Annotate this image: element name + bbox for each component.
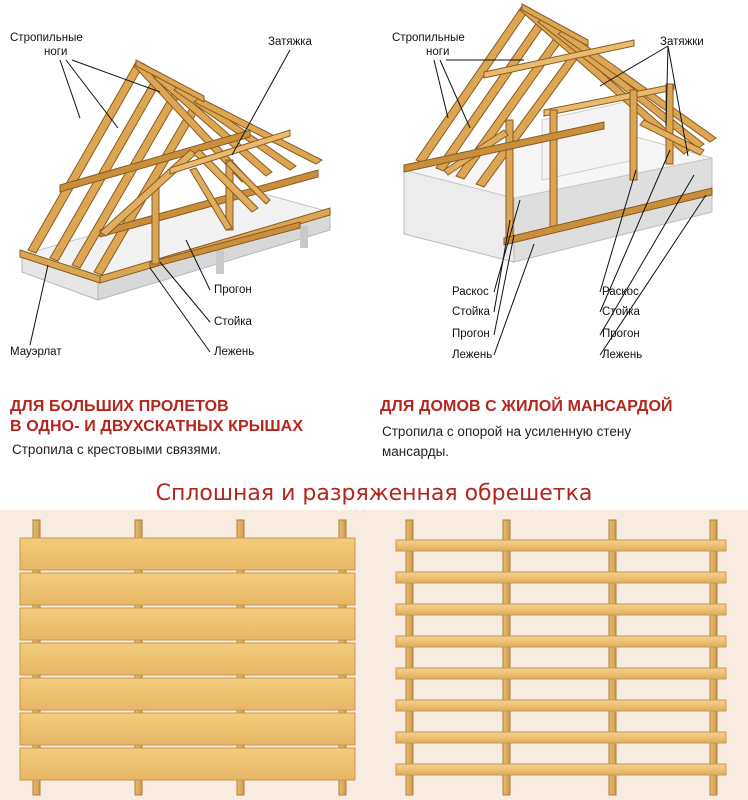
right-caption-subtitle-line2: мансарды. (382, 444, 450, 459)
left-caption-subtitle: Стропила с крестовыми связями. (12, 442, 222, 457)
label-sill-left: Лежень (452, 349, 493, 361)
label-rafters-right-line1: Стропильные (392, 32, 465, 44)
label-strut-right: Раскос (602, 286, 639, 298)
label-post-right: Стойка (602, 306, 640, 318)
label-post: Стойка (214, 316, 252, 328)
label-ties: Затяжки (660, 36, 704, 48)
label-post-left: Стойка (452, 306, 490, 318)
left-caption-title-line1: ДЛЯ БОЛЬШИХ ПРОЛЕТОВ (10, 398, 229, 415)
right-roof-illustration (403, 3, 717, 356)
sheathing-illustration (19, 519, 727, 796)
label-rafters-line2: ноги (44, 46, 68, 58)
label-wall-plate: Мауэрлат (10, 346, 62, 358)
solid-sheathing (19, 519, 356, 796)
left-roof-illustration (19, 49, 332, 353)
spaced-sheathing (395, 519, 727, 796)
label-rafters-line1: Стропильные (10, 32, 83, 44)
left-caption-title-line2: В ОДНО- И ДВУХСКАТНЫХ КРЫШАХ (10, 418, 304, 435)
label-purlin-left: Прогон (452, 328, 490, 340)
label-strut-left: Раскос (452, 286, 489, 298)
label-sill: Лежень (214, 346, 255, 358)
sheathing-title: Сплошная и разряженная обрешетка (155, 481, 593, 506)
right-caption-title: ДЛЯ ДОМОВ С ЖИЛОЙ МАНСАРДОЙ (380, 398, 673, 415)
label-purlin-right: Прогон (602, 328, 640, 340)
label-tie: Затяжка (268, 36, 312, 48)
right-caption-subtitle-line1: Стропила с опорой на усиленную стену (382, 424, 632, 439)
label-rafters-right-line2: ноги (426, 46, 450, 58)
label-purlin: Прогон (214, 284, 252, 296)
label-sill-right: Лежень (602, 349, 643, 361)
